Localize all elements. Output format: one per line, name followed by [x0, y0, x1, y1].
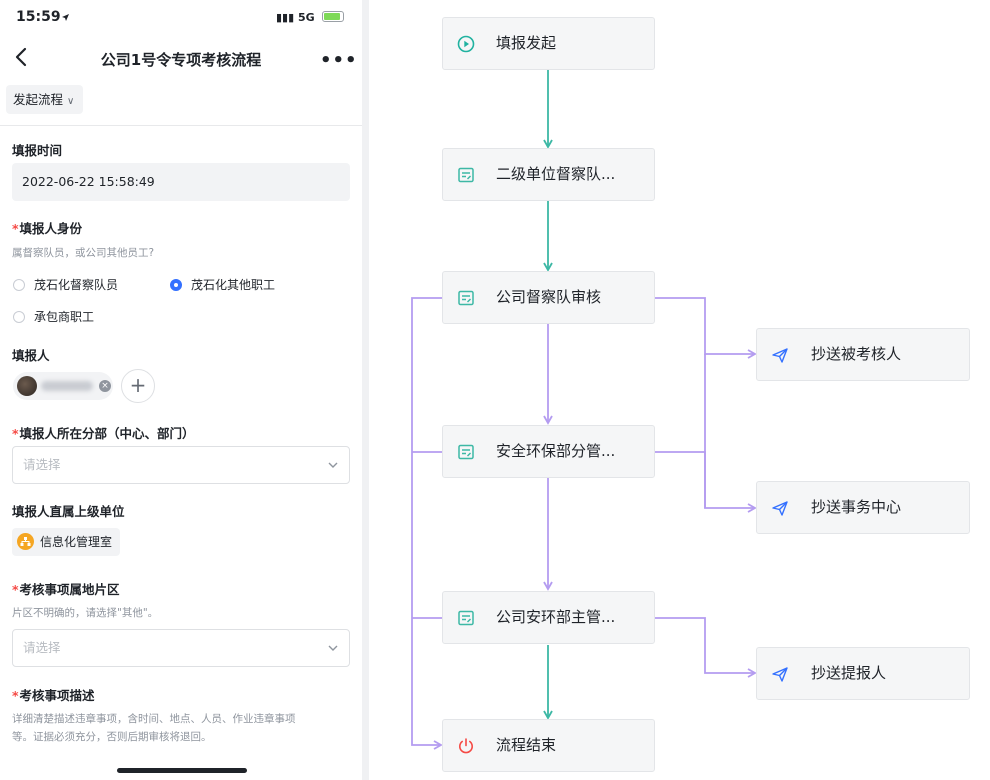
more-options-icon[interactable]: •••: [320, 50, 358, 71]
flow-node-safety-dept[interactable]: 安全环保部分管...: [442, 425, 655, 478]
page-title: 公司1号令专项考核流程: [100, 51, 262, 69]
identity-option-contractor[interactable]: 承包商职工: [13, 308, 94, 326]
description-hint-line1: 详细清楚描述违章事项，含时间、地点、人员、作业违章事项: [12, 713, 296, 725]
mobile-form-panel: 15:59 ▮▮▮ 5G 公司1号令专项考核流程 ••• 发起流程∨ 填报时间 …: [0, 0, 362, 780]
form-edit-icon: [458, 610, 474, 626]
network-type: 5G: [298, 11, 315, 24]
required-mark: *: [12, 582, 19, 597]
blurred-username: [41, 381, 93, 391]
status-time: 15:59: [16, 9, 61, 25]
description-hint-line2: 等。证据必须充分，否则后期审核将退回。: [12, 731, 212, 743]
identity-option-supervisor[interactable]: 茂石化督察队员: [13, 276, 118, 294]
divider: [0, 125, 362, 126]
power-icon: [459, 738, 473, 754]
identity-option-other-staff[interactable]: 茂石化其他职工: [170, 276, 275, 294]
flow-node-end[interactable]: 流程结束: [442, 719, 655, 772]
flow-node-cc-reporter[interactable]: 抄送提报人: [756, 647, 970, 700]
play-circle-icon: [457, 35, 475, 53]
home-indicator: [117, 768, 247, 773]
flow-node-cc-assessed[interactable]: 抄送被考核人: [756, 328, 970, 381]
process-dropdown-button[interactable]: 发起流程∨: [6, 85, 84, 114]
reporter-label: 填报人: [12, 348, 50, 363]
department-select[interactable]: 请选择: [12, 446, 350, 484]
radio-checked-icon: [170, 279, 182, 291]
flow-node-company-review[interactable]: 公司督察队审核: [442, 271, 655, 324]
add-user-button[interactable]: +: [121, 369, 155, 403]
reporter-user-chip: ×: [13, 372, 113, 400]
signal-indicator: ▮▮▮ 5G: [276, 11, 315, 24]
identity-label: *填报人身份: [12, 221, 83, 236]
battery-icon: [322, 11, 344, 22]
form-edit-icon: [458, 444, 474, 460]
description-label: *考核事项描述: [12, 688, 95, 703]
radio-unchecked-icon: [13, 279, 25, 291]
connector-n3-to-cc1: [655, 297, 757, 359]
superior-unit-chip: 信息化管理室: [12, 528, 121, 556]
report-time-value: 2022-06-22 15:58:49: [12, 163, 350, 201]
area-label: *考核事项属地片区: [12, 582, 120, 597]
flow-connectors: [411, 70, 757, 750]
signal-bars-icon: ▮▮▮: [276, 11, 295, 24]
radio-unchecked-icon: [13, 311, 25, 323]
chevron-down-icon: ∨: [67, 96, 75, 107]
org-chart-icon: [17, 533, 34, 550]
flow-node-start[interactable]: 填报发起: [442, 17, 655, 70]
report-time-label: 填报时间: [12, 143, 63, 158]
nav-bar: 公司1号令专项考核流程 •••: [0, 38, 362, 78]
status-bar: 15:59 ▮▮▮ 5G: [0, 0, 362, 34]
department-placeholder: 请选择: [23, 457, 61, 472]
connector-n5-to-cc3: [655, 617, 757, 678]
chevron-down-icon: [328, 462, 338, 468]
flow-node-env-dept[interactable]: 公司安环部主管...: [442, 591, 655, 644]
superior-unit-label: 填报人直属上级单位: [12, 504, 125, 519]
department-label: *填报人所在分部（中心、部门）: [12, 426, 195, 441]
send-icon: [772, 501, 788, 516]
area-select[interactable]: 请选择: [12, 629, 350, 667]
avatar: [17, 376, 37, 396]
area-placeholder: 请选择: [23, 640, 61, 655]
identity-hint: 属督察队员，或公司其他员工?: [12, 247, 155, 259]
location-arrow-icon: [62, 14, 69, 21]
connector-reject-to-end: [411, 297, 443, 750]
form-edit-icon: [458, 167, 474, 183]
send-icon: [772, 667, 788, 682]
required-mark: *: [12, 221, 19, 236]
flow-node-secondary-review[interactable]: 二级单位督察队...: [442, 148, 655, 201]
process-button-label: 发起流程: [13, 92, 64, 107]
superior-unit-value: 信息化管理室: [40, 535, 113, 549]
flow-canvas: 填报发起 二级单位督察队... 公司督察队审核 安全环保部分管... 公司安环部…: [369, 0, 990, 780]
remove-user-icon[interactable]: ×: [99, 380, 111, 392]
required-mark: *: [12, 688, 19, 703]
area-hint: 片区不明确的，请选择"其他"。: [12, 607, 159, 619]
send-icon: [772, 348, 788, 363]
back-icon[interactable]: [12, 44, 32, 70]
required-mark: *: [12, 426, 19, 441]
chevron-down-icon: [328, 645, 338, 651]
flow-node-cc-affairs[interactable]: 抄送事务中心: [756, 481, 970, 534]
form-edit-icon: [458, 290, 474, 306]
